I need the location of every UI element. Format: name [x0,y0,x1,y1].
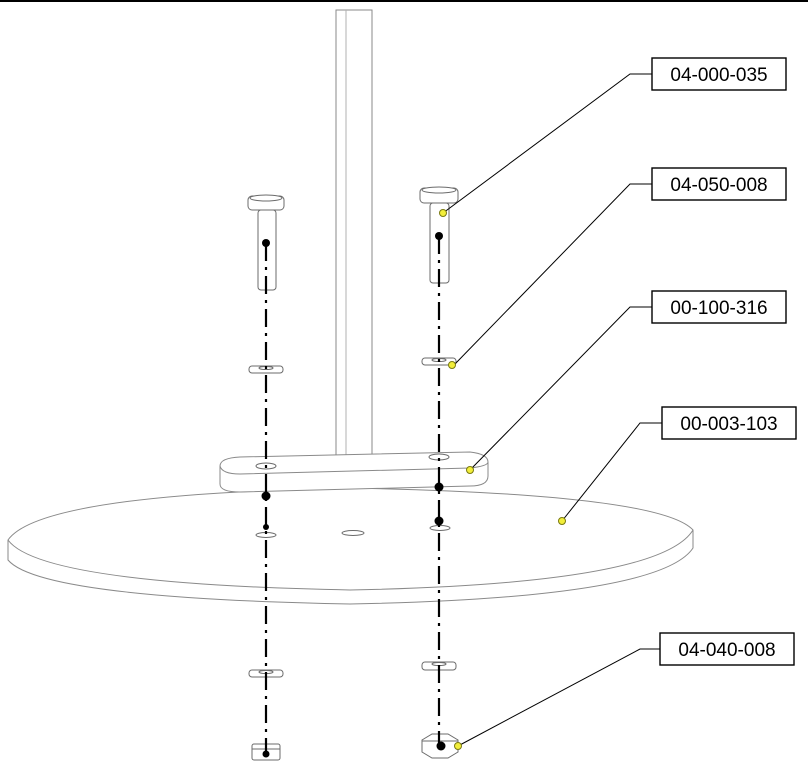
callout-label-washer: 04-050-008 [651,167,787,201]
label-washer-text: 04-050-008 [670,175,767,196]
callout-label-screw: 04-000-035 [651,57,787,91]
leader-lines [442,73,662,747]
label-screw-text: 04-000-035 [670,65,767,86]
pole-part [335,9,373,468]
nuts [251,733,459,761]
axis-points [261,232,446,758]
callout-markers [439,209,566,750]
label-base-plate-text: 00-003-103 [680,414,777,435]
bracket-part [219,451,489,493]
label-bracket-text: 00-100-316 [670,298,767,319]
label-nut-text: 04-040-008 [678,640,775,661]
callout-label-nut: 04-040-008 [659,632,795,666]
callout-label-base-plate: 00-003-103 [661,406,797,440]
callout-label-bracket: 00-100-316 [651,290,787,324]
base-plate-part [7,487,694,605]
